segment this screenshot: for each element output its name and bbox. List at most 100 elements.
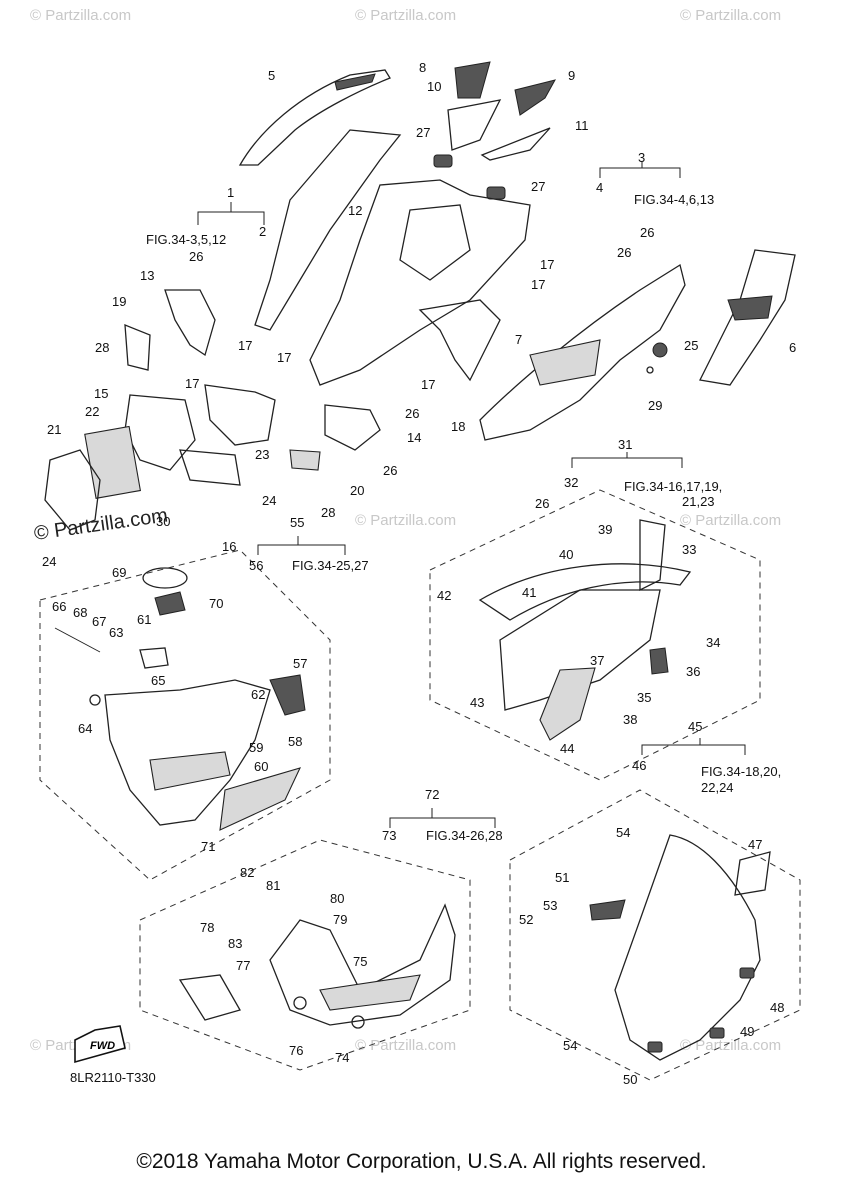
callout-70: 70 <box>209 596 223 611</box>
callout-26: 26 <box>383 463 397 478</box>
callout-51: 51 <box>555 870 569 885</box>
callout-49: 49 <box>740 1024 754 1039</box>
part-10-duct <box>447 99 502 151</box>
callout-82: 82 <box>240 865 254 880</box>
callout-37: 37 <box>590 653 604 668</box>
callout-78: 78 <box>200 920 214 935</box>
callout-17: 17 <box>540 257 554 272</box>
group-outlines <box>39 489 801 1081</box>
drawing-code: 8LR2110-T330 <box>70 1070 156 1085</box>
callout-30: 30 <box>156 514 170 529</box>
part-74-clip <box>351 1015 365 1029</box>
bracket-group-31 <box>571 452 683 468</box>
callout-2: 2 <box>259 224 266 239</box>
bracket-group-3 <box>599 162 681 178</box>
group-32-parts <box>478 519 692 741</box>
fwd-label: FWD <box>90 1040 115 1052</box>
callout-26: 26 <box>189 249 203 264</box>
callout-28: 28 <box>95 340 109 355</box>
part-19-bracket <box>124 324 151 371</box>
part-70-plate <box>154 591 186 616</box>
part-56-lower-cowl <box>104 679 271 826</box>
callout-38: 38 <box>623 712 637 727</box>
callout-16: 16 <box>222 539 236 554</box>
callout-23: 23 <box>255 447 269 462</box>
callout-58: 58 <box>288 734 302 749</box>
fig-ref-group-31-line1: FIG.34-16,17,19, <box>624 479 722 494</box>
callout-21: 21 <box>47 422 61 437</box>
callout-52: 52 <box>519 912 533 927</box>
callout-31: 31 <box>618 437 632 452</box>
callout-17: 17 <box>421 377 435 392</box>
part-14-guard <box>324 404 381 451</box>
callout-4: 4 <box>596 180 603 195</box>
part-66-bolt <box>54 627 101 653</box>
part-33-panel <box>639 519 666 592</box>
part-16-panel <box>179 449 241 486</box>
callout-41: 41 <box>522 585 536 600</box>
part-49-grommet <box>709 1027 725 1039</box>
callout-76: 76 <box>289 1043 303 1058</box>
part-48-grommet <box>739 967 755 979</box>
callout-59: 59 <box>249 740 263 755</box>
watermark: © Partzilla.com <box>680 512 781 529</box>
part-4-side-cover <box>479 263 686 441</box>
callout-34: 34 <box>706 635 720 650</box>
part-75-mesh <box>319 974 421 1011</box>
callout-1: 1 <box>227 185 234 200</box>
part-12-front-cowl <box>309 179 531 386</box>
callout-60: 60 <box>254 759 268 774</box>
callout-81: 81 <box>266 878 280 893</box>
callout-12: 12 <box>348 203 362 218</box>
group-56-outline <box>39 549 331 881</box>
callout-36: 36 <box>686 664 700 679</box>
callout-32: 32 <box>564 475 578 490</box>
part-27-grommet <box>486 186 506 200</box>
callout-26: 26 <box>617 245 631 260</box>
callout-44: 44 <box>560 741 574 756</box>
part-29-screw <box>646 366 654 374</box>
part-76-clip <box>293 996 307 1010</box>
callout-27: 27 <box>416 125 430 140</box>
callout-8: 8 <box>419 60 426 75</box>
part-69-ring <box>142 567 188 589</box>
callout-22: 22 <box>85 404 99 419</box>
group-56-parts <box>54 567 306 831</box>
part-2-side-cover <box>254 129 402 331</box>
group-46-outline <box>509 789 801 1081</box>
callout-83: 83 <box>228 936 242 951</box>
callout-17: 17 <box>185 376 199 391</box>
watermark: © Partzilla.com <box>680 1037 781 1054</box>
part-58-mesh <box>219 767 302 831</box>
callout-18: 18 <box>451 419 465 434</box>
callout-46: 46 <box>632 758 646 773</box>
callout-20: 20 <box>350 483 364 498</box>
fig-ref-group-31-line2: 21,23 <box>682 494 715 509</box>
callout-79: 79 <box>333 912 347 927</box>
part-5-vent <box>334 73 376 91</box>
part-53-vent <box>589 899 626 921</box>
callout-48: 48 <box>770 1000 784 1015</box>
watermark: © Partzilla.com <box>30 7 131 24</box>
watermark-layer: © Partzilla.com © Partzilla.com © Partzi… <box>30 7 781 1054</box>
callout-28: 28 <box>321 505 335 520</box>
callout-55: 55 <box>290 515 304 530</box>
callout-63: 63 <box>109 625 123 640</box>
part-46-side-cowl <box>614 834 761 1061</box>
part-15-inner-panel <box>124 394 196 471</box>
watermark: © Partzilla.com <box>355 7 456 24</box>
callout-14: 14 <box>407 430 421 445</box>
callout-labels: 1 2 3 4 5 6 7 8 9 10 11 12 13 14 15 16 1… <box>42 60 796 1087</box>
callout-61: 61 <box>137 612 151 627</box>
fig-ref-group-72: FIG.34-26,28 <box>426 828 503 843</box>
callout-74: 74 <box>335 1050 349 1065</box>
callout-26: 26 <box>405 406 419 421</box>
callout-80: 80 <box>330 891 344 906</box>
callout-45: 45 <box>688 719 702 734</box>
part-36-bracket <box>649 647 669 675</box>
part-7-duct <box>418 299 501 382</box>
part-8-vent <box>454 61 491 99</box>
upper-brackets <box>197 162 746 828</box>
callout-19: 19 <box>112 294 126 309</box>
part-13-bracket <box>164 289 216 357</box>
